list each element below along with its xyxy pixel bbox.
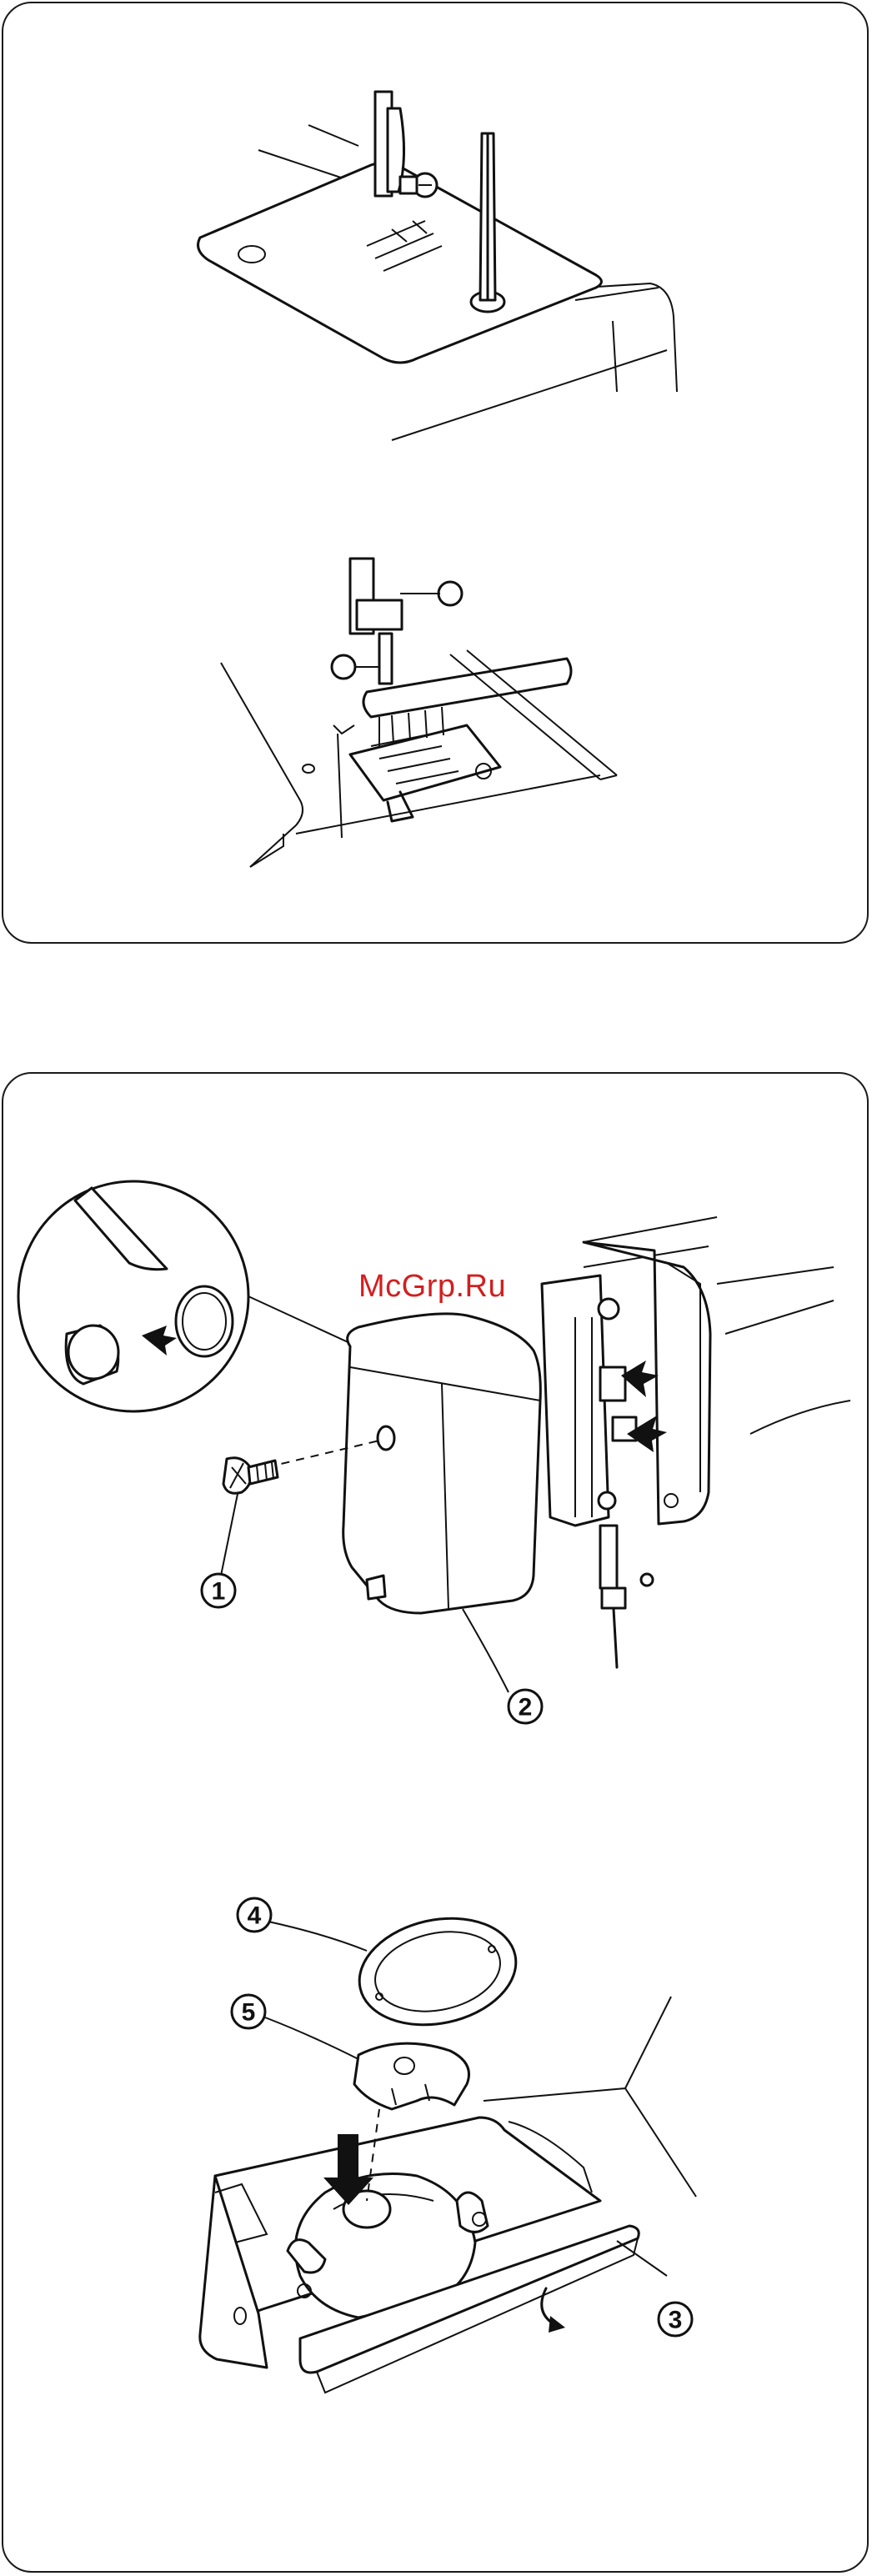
callout-3: 3 bbox=[659, 2303, 692, 2336]
callout-4: 4 bbox=[238, 1898, 271, 1932]
face-cover-removal-illustration bbox=[18, 1181, 850, 1692]
svg-text:2: 2 bbox=[519, 1694, 533, 1722]
callout-5: 5 bbox=[232, 1995, 265, 2028]
hook-race-removal-illustration bbox=[200, 1905, 696, 2393]
svg-text:3: 3 bbox=[669, 2307, 683, 2334]
watermark-text: McGrp.Ru bbox=[358, 1269, 506, 1305]
feed-dog-cleaning-illustration bbox=[221, 559, 617, 867]
svg-text:4: 4 bbox=[248, 1902, 262, 1930]
svg-text:5: 5 bbox=[242, 1999, 256, 2027]
svg-text:1: 1 bbox=[212, 1578, 226, 1606]
callout-1: 1 bbox=[202, 1574, 235, 1607]
needle-plate-removal-illustration bbox=[198, 92, 677, 440]
callout-2: 2 bbox=[509, 1690, 542, 1723]
